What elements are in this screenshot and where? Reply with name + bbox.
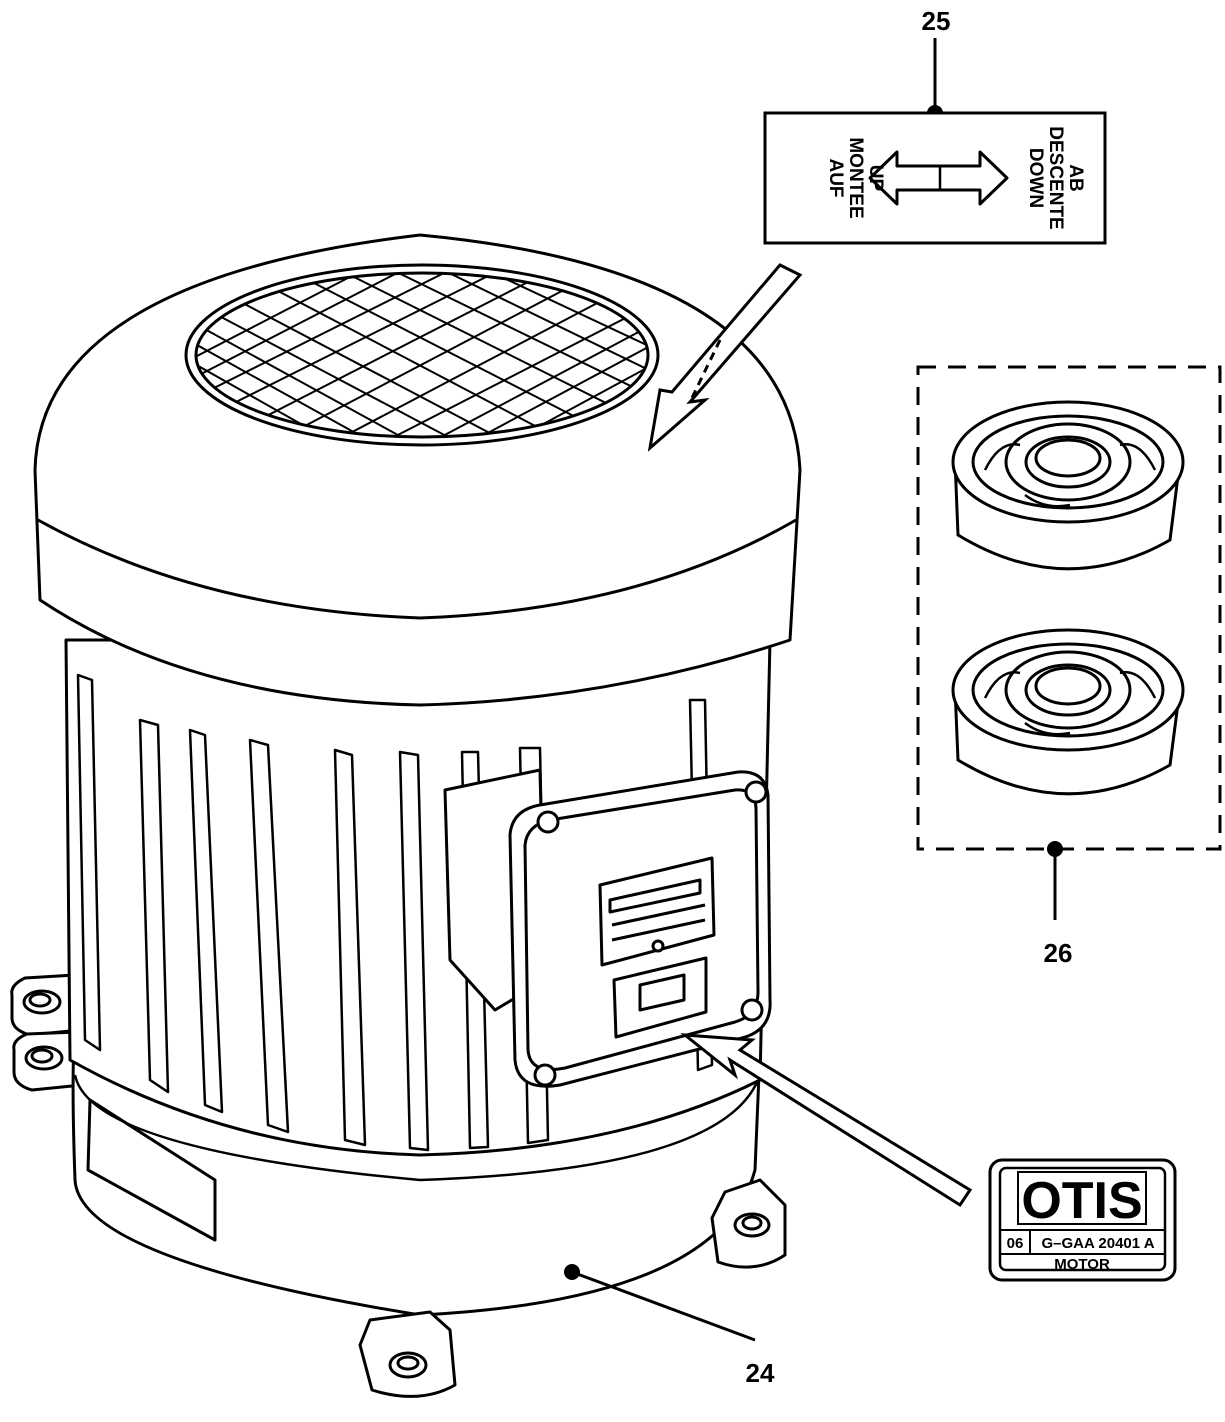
direction-label-plate: UP MONTEE AUF DOWN DESCENTE AB: [763, 111, 1107, 245]
otis-logo: OTIS: [1021, 1172, 1142, 1230]
up-label: UP: [865, 165, 886, 192]
motor-drawing: [10, 233, 802, 1398]
auf-label: AUF: [825, 158, 846, 197]
mounting-foot-front: [358, 1310, 457, 1398]
bearing-upper: [951, 400, 1185, 571]
nameplate-location-arrow: [680, 1033, 973, 1208]
nameplate-description: MOTOR: [1054, 1256, 1110, 1273]
callout-25: 25: [922, 6, 951, 36]
down-label: DOWN: [1025, 148, 1046, 208]
double-arrow-icon: [868, 150, 1009, 206]
montee-label: MONTEE: [845, 137, 866, 218]
callout-24-leader: [564, 1264, 756, 1342]
callout-24: 24: [746, 1358, 775, 1388]
label-location-arrow: [647, 263, 803, 452]
fan-grille: [184, 263, 660, 447]
mounting-lug-left-lower: [12, 1030, 90, 1092]
terminal-box-lid: [508, 770, 772, 1088]
ab-label: AB: [1065, 164, 1086, 191]
nameplate-part-number: G–GAA 20401 A: [1041, 1235, 1154, 1252]
nameplate-code-prefix: 06: [1007, 1235, 1024, 1252]
mounting-foot-right: [710, 1178, 787, 1269]
bearing-lower: [951, 628, 1185, 796]
otis-nameplate: OTIS 06 G–GAA 20401 A MOTOR: [988, 1158, 1177, 1282]
callout-26: 26: [1044, 938, 1073, 968]
bearings-kit-box: [916, 365, 1222, 851]
descente-label: DESCENTE: [1045, 126, 1066, 229]
